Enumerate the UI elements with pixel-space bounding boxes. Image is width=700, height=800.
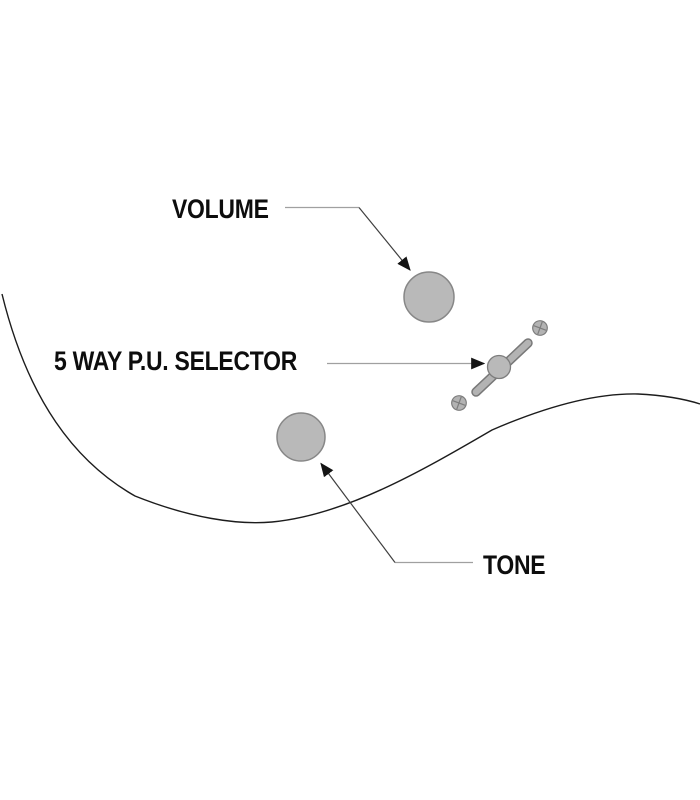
volume-knob xyxy=(403,271,455,323)
volume-leader-arrow xyxy=(358,207,411,271)
selector-screw-bottom xyxy=(451,395,467,411)
selector-pivot xyxy=(486,354,512,380)
volume-label: VOLUME xyxy=(172,194,269,224)
selector-screw-top xyxy=(532,320,548,336)
screw-slot-icon xyxy=(456,396,462,410)
tone-leader-arrow xyxy=(320,462,396,563)
screw-slot-icon xyxy=(537,321,543,335)
pickup-selector-label: 5 WAY P.U. SELECTOR xyxy=(54,346,298,376)
tone-knob xyxy=(276,412,326,462)
tone-label: TONE xyxy=(483,550,546,580)
guitar-body-edge-curve xyxy=(1,293,700,524)
five-way-pickup-selector-switch xyxy=(451,320,548,411)
